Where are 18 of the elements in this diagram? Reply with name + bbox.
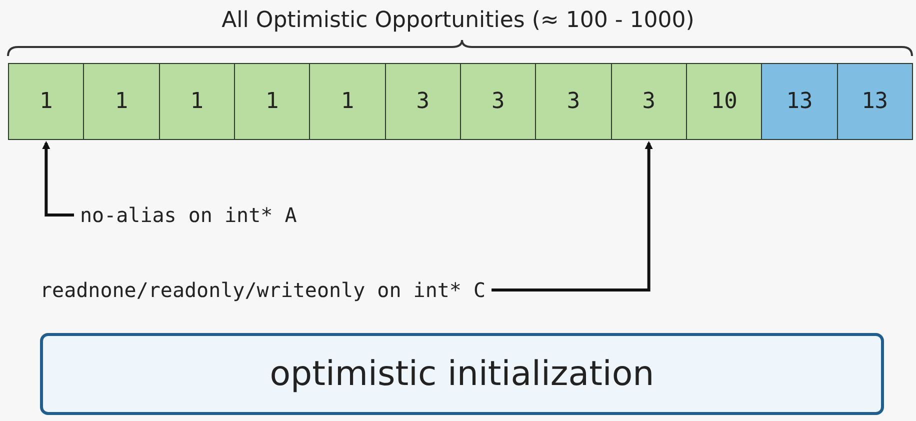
array-cell: 3 [384, 63, 461, 140]
leader-arrow [492, 141, 653, 292]
array-cell: 10 [686, 63, 762, 140]
array-cell: 3 [535, 63, 612, 140]
array-cell: 3 [460, 63, 536, 140]
array-cell: 13 [836, 63, 913, 140]
array-cell: 1 [8, 63, 84, 140]
leader-arrow [42, 141, 74, 216]
array-cell: 1 [158, 63, 235, 140]
array-cell: 1 [309, 63, 386, 140]
title: All Optimistic Opportunities (≈ 100 - 1000) [220, 8, 696, 33]
array-cell: 1 [234, 63, 310, 140]
annotation-text: readnone/readonly/writeonly on int* C [40, 278, 486, 302]
array-cell: 1 [83, 63, 160, 140]
array-cell: 13 [761, 63, 838, 140]
process-box: optimistic initialization [40, 333, 884, 415]
annotation-text: no-alias on int* A [80, 203, 297, 227]
array-cell: 3 [610, 63, 687, 140]
